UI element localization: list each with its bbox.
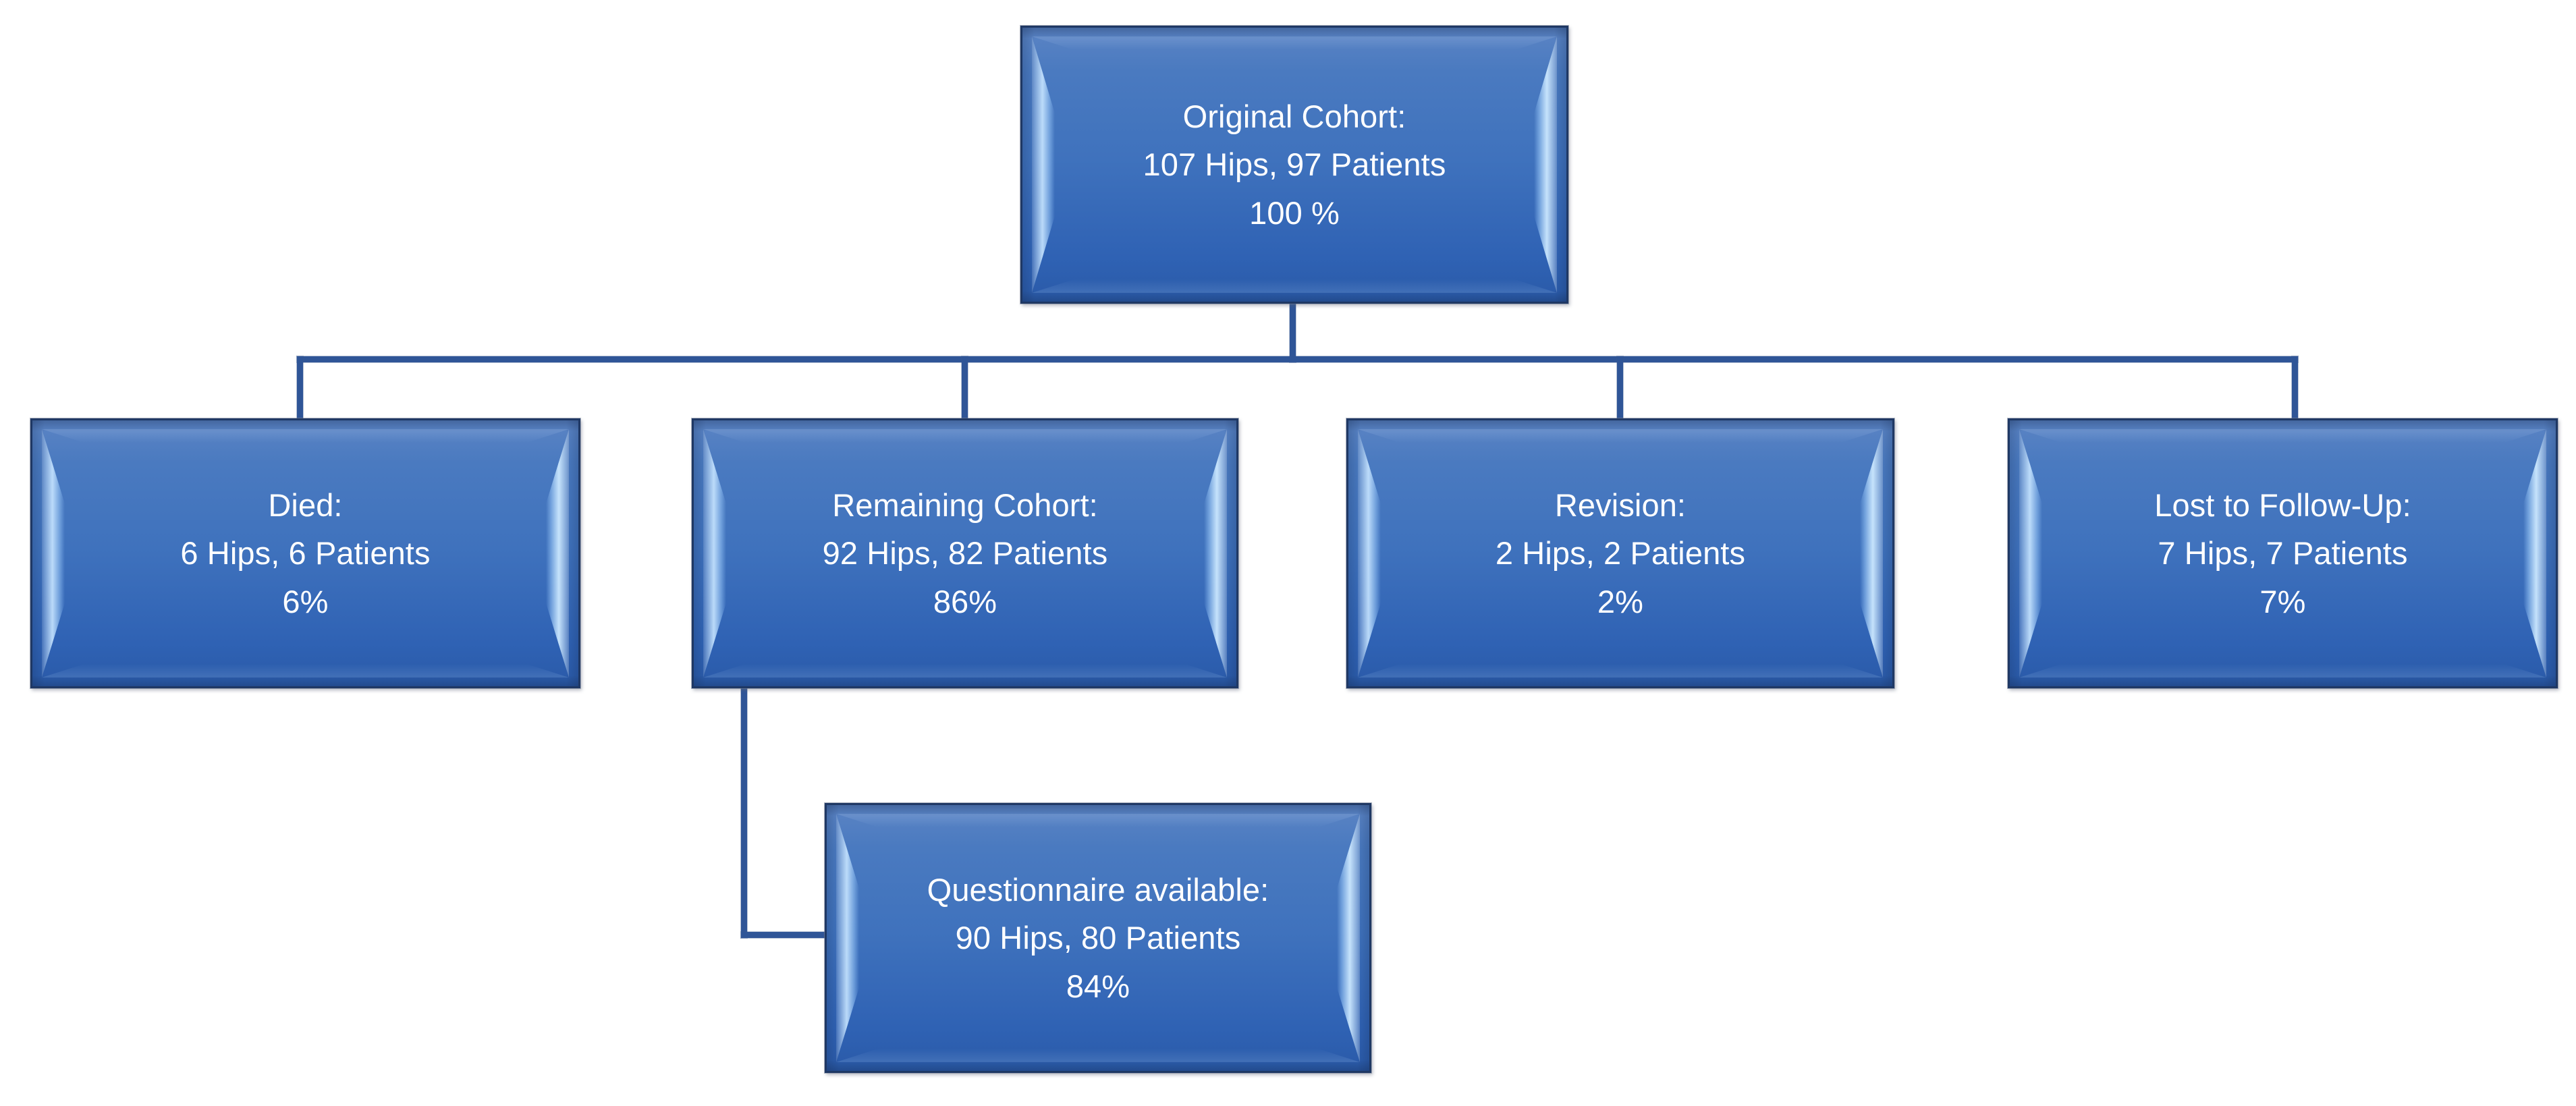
node-title: Remaining Cohort: (832, 487, 1098, 523)
node-lost-to-follow-up[interactable]: Lost to Follow-Up: 7 Hips, 7 Patients 7% (2008, 418, 2558, 688)
connector-root-stub (1290, 302, 1296, 362)
node-title: Revision: (1554, 487, 1687, 523)
bevel-top (1358, 429, 1883, 443)
bevel-bottom (42, 664, 569, 678)
node-percent: 84% (1066, 968, 1130, 1004)
node-text: Remaining Cohort: 92 Hips, 82 Patients 8… (694, 481, 1236, 626)
connector-drop-lost-to-follow-up (2292, 356, 2298, 420)
bevel-top (1032, 36, 1557, 50)
bevel-bottom (1358, 664, 1883, 678)
node-text: Died: 6 Hips, 6 Patients 6% (32, 481, 578, 626)
node-counts: 107 Hips, 97 Patients (1143, 146, 1446, 183)
node-percent: 86% (933, 583, 997, 619)
bevel-top (42, 429, 569, 443)
node-percent: 6% (282, 583, 329, 619)
node-percent: 7% (2259, 583, 2306, 619)
node-text: Original Cohort: 107 Hips, 97 Patients 1… (1022, 92, 1566, 237)
bevel-top (836, 814, 1360, 827)
bevel-top (703, 429, 1227, 443)
bevel-bottom (836, 1049, 1360, 1062)
node-text: Revision: 2 Hips, 2 Patients 2% (1348, 481, 1892, 626)
node-revision[interactable]: Revision: 2 Hips, 2 Patients 2% (1346, 418, 1894, 688)
node-title: Questionnaire available: (927, 871, 1269, 908)
node-died[interactable]: Died: 6 Hips, 6 Patients 6% (30, 418, 580, 688)
node-counts: 6 Hips, 6 Patients (180, 535, 431, 572)
node-remaining-cohort[interactable]: Remaining Cohort: 92 Hips, 82 Patients 8… (692, 418, 1238, 688)
bevel-bottom (1032, 279, 1557, 293)
connector-elbow-questionnaire-vertical (741, 685, 747, 938)
node-title: Died: (268, 487, 343, 523)
connector-drop-revision (1617, 356, 1623, 420)
node-original-cohort[interactable]: Original Cohort: 107 Hips, 97 Patients 1… (1020, 26, 1568, 304)
bevel-top (2019, 429, 2546, 443)
node-counts: 92 Hips, 82 Patients (822, 535, 1108, 572)
connector-elbow-questionnaire-horizontal (741, 932, 832, 938)
connector-drop-remaining-cohort (962, 356, 968, 420)
connector-drop-died (297, 356, 303, 420)
node-percent: 2% (1597, 583, 1644, 619)
node-text: Questionnaire available: 90 Hips, 80 Pat… (827, 866, 1369, 1010)
node-counts: 7 Hips, 7 Patients (2158, 535, 2408, 572)
node-counts: 2 Hips, 2 Patients (1495, 535, 1746, 572)
node-title: Original Cohort: (1182, 98, 1406, 134)
node-questionnaire-available[interactable]: Questionnaire available: 90 Hips, 80 Pat… (825, 803, 1371, 1073)
connector-horizontal-bus (297, 356, 2298, 362)
bevel-bottom (2019, 664, 2546, 678)
node-percent: 100 % (1249, 194, 1340, 231)
node-title: Lost to Follow-Up: (2154, 487, 2411, 523)
node-text: Lost to Follow-Up: 7 Hips, 7 Patients 7% (2010, 481, 2556, 626)
node-counts: 90 Hips, 80 Patients (955, 920, 1241, 956)
bevel-bottom (703, 664, 1227, 678)
